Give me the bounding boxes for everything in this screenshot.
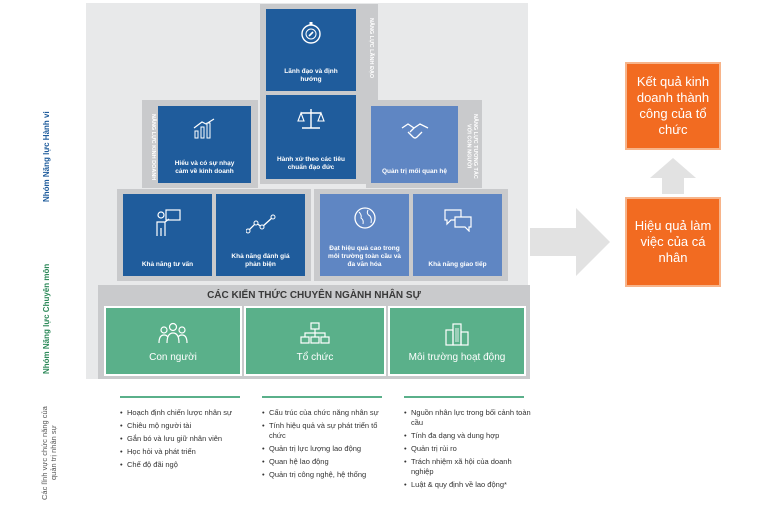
line-graph-icon xyxy=(245,214,275,234)
professional-group-label: Nhóm Năng lực Chuyên môn xyxy=(42,263,51,374)
list-item: Cấu trúc của chức năng nhân sự xyxy=(262,408,390,418)
tile-people-label: Con người xyxy=(149,352,197,363)
handshake-icon xyxy=(401,123,428,139)
tile-communication-label: Khả năng giao tiếp xyxy=(428,261,487,268)
leadership-side-label: NĂNG LỰC LÃNH ĐẠO xyxy=(368,17,374,79)
tile-ethics-label: Hành xử theo các tiêu chuẩn đạo đức xyxy=(277,156,345,171)
list-item: Luật & quy định về lao động* xyxy=(404,480,536,490)
globe-icon xyxy=(353,207,376,229)
tile-business-acumen-label: Hiểu và có sự nhạy cảm về kinh doanh xyxy=(174,160,235,175)
tile-business-acumen: Hiểu và có sự nhạy cảm về kinh doanh xyxy=(158,106,251,183)
tile-global-effectiveness-label: Đạt hiệu quả cao trong môi trường toàn c… xyxy=(328,245,401,268)
result-organization-label: Kết quả kinh doanh thành công của tổ chứ… xyxy=(636,74,710,137)
list-item: Quan hệ lao động xyxy=(262,457,390,467)
interaction-side-label: NĂNG LỰC TƯƠNG TÁC VỚI CON NGƯỜI xyxy=(465,113,479,179)
speech-bubbles-icon xyxy=(443,209,472,232)
up-arrow-icon xyxy=(650,158,696,194)
knowledge-title: CÁC KIẾN THỨC CHUYÊN NGÀNH NHÂN SỰ xyxy=(207,290,421,301)
divider-workplace xyxy=(404,396,524,398)
list-item: Nguồn nhân lực trong bối cảnh toàn cầu xyxy=(404,408,536,428)
presenter-icon xyxy=(155,209,181,236)
result-individual-box: Hiệu quả làm việc của cá nhân xyxy=(625,197,721,287)
scales-icon xyxy=(297,109,325,129)
tile-leadership-label: Lãnh đạo và định hướng xyxy=(284,68,338,83)
org-chart-icon xyxy=(300,322,330,344)
tile-leadership: Lãnh đạo và định hướng xyxy=(266,9,356,91)
tile-relationship-label: Quản trị mối quan hệ xyxy=(381,168,447,175)
tile-ethics: Hành xử theo các tiêu chuẩn đạo đức xyxy=(266,95,356,179)
workplace-list: Nguồn nhân lực trong bối cảnh toàn cầuTí… xyxy=(404,408,536,493)
list-item: Quản trị lực lượng lao động xyxy=(262,444,390,454)
people-icon xyxy=(158,322,188,344)
list-item: Quản trị công nghệ, hệ thống xyxy=(262,470,390,480)
divider-organization xyxy=(262,396,382,398)
behavior-group-label: Nhóm Năng lực Hành vi xyxy=(42,111,51,202)
tile-relationship: Quản trị mối quan hệ xyxy=(371,106,458,183)
compass-icon xyxy=(301,22,321,44)
list-item: Hoạch định chiến lược nhân sự xyxy=(120,408,254,418)
divider-people xyxy=(120,396,240,398)
list-item: Học hỏi và phát triển xyxy=(120,447,254,457)
result-individual-label: Hiệu quả làm việc của cá nhân xyxy=(634,218,712,265)
list-item: Chế độ đãi ngộ xyxy=(120,460,254,470)
tile-consulting: Khả năng tư vấn xyxy=(123,194,212,276)
list-item: Gắn bó và lưu giữ nhân viên xyxy=(120,434,254,444)
right-arrow-icon xyxy=(530,208,610,276)
tile-workplace: Môi trường hoạt động xyxy=(388,306,526,376)
tile-critical-evaluation: Khả năng đánh giá phản biện xyxy=(216,194,305,276)
list-item: Tính đa dạng và dung hợp xyxy=(404,431,536,441)
tile-global-effectiveness: Đạt hiệu quả cao trong môi trường toàn c… xyxy=(320,194,409,276)
business-side-label: NĂNG LỰC KINH DOANH xyxy=(150,113,156,181)
hr-areas-label: Các lĩnh vực chức năng của quản trị nhân… xyxy=(40,406,58,500)
list-item: Trách nhiệm xã hội của doanh nghiệp xyxy=(404,457,536,477)
tile-organization-label: Tổ chức xyxy=(296,352,334,363)
list-item: Quản trị rủi ro xyxy=(404,444,536,454)
tile-people: Con người xyxy=(104,306,242,376)
tile-consulting-label: Khả năng tư vấn xyxy=(141,261,194,268)
buildings-icon xyxy=(445,323,469,346)
list-item: Tính hiệu quả và sự phát triển tổ chức xyxy=(262,421,390,441)
result-organization-box: Kết quả kinh doanh thành công của tổ chứ… xyxy=(625,62,721,150)
tile-critical-evaluation-label: Khả năng đánh giá phản biện xyxy=(231,253,290,268)
tile-communication: Khả năng giao tiếp xyxy=(413,194,502,276)
tile-workplace-label: Môi trường hoạt động xyxy=(408,352,506,363)
people-list: Hoạch định chiến lược nhân sự Chiêu mộ ng… xyxy=(120,408,254,473)
organization-list: Cấu trúc của chức năng nhân sự Tính hiệu … xyxy=(262,408,390,483)
list-item: Chiêu mộ người tài xyxy=(120,421,254,431)
growth-chart-icon xyxy=(193,118,214,139)
tile-organization: Tổ chức xyxy=(244,306,386,376)
